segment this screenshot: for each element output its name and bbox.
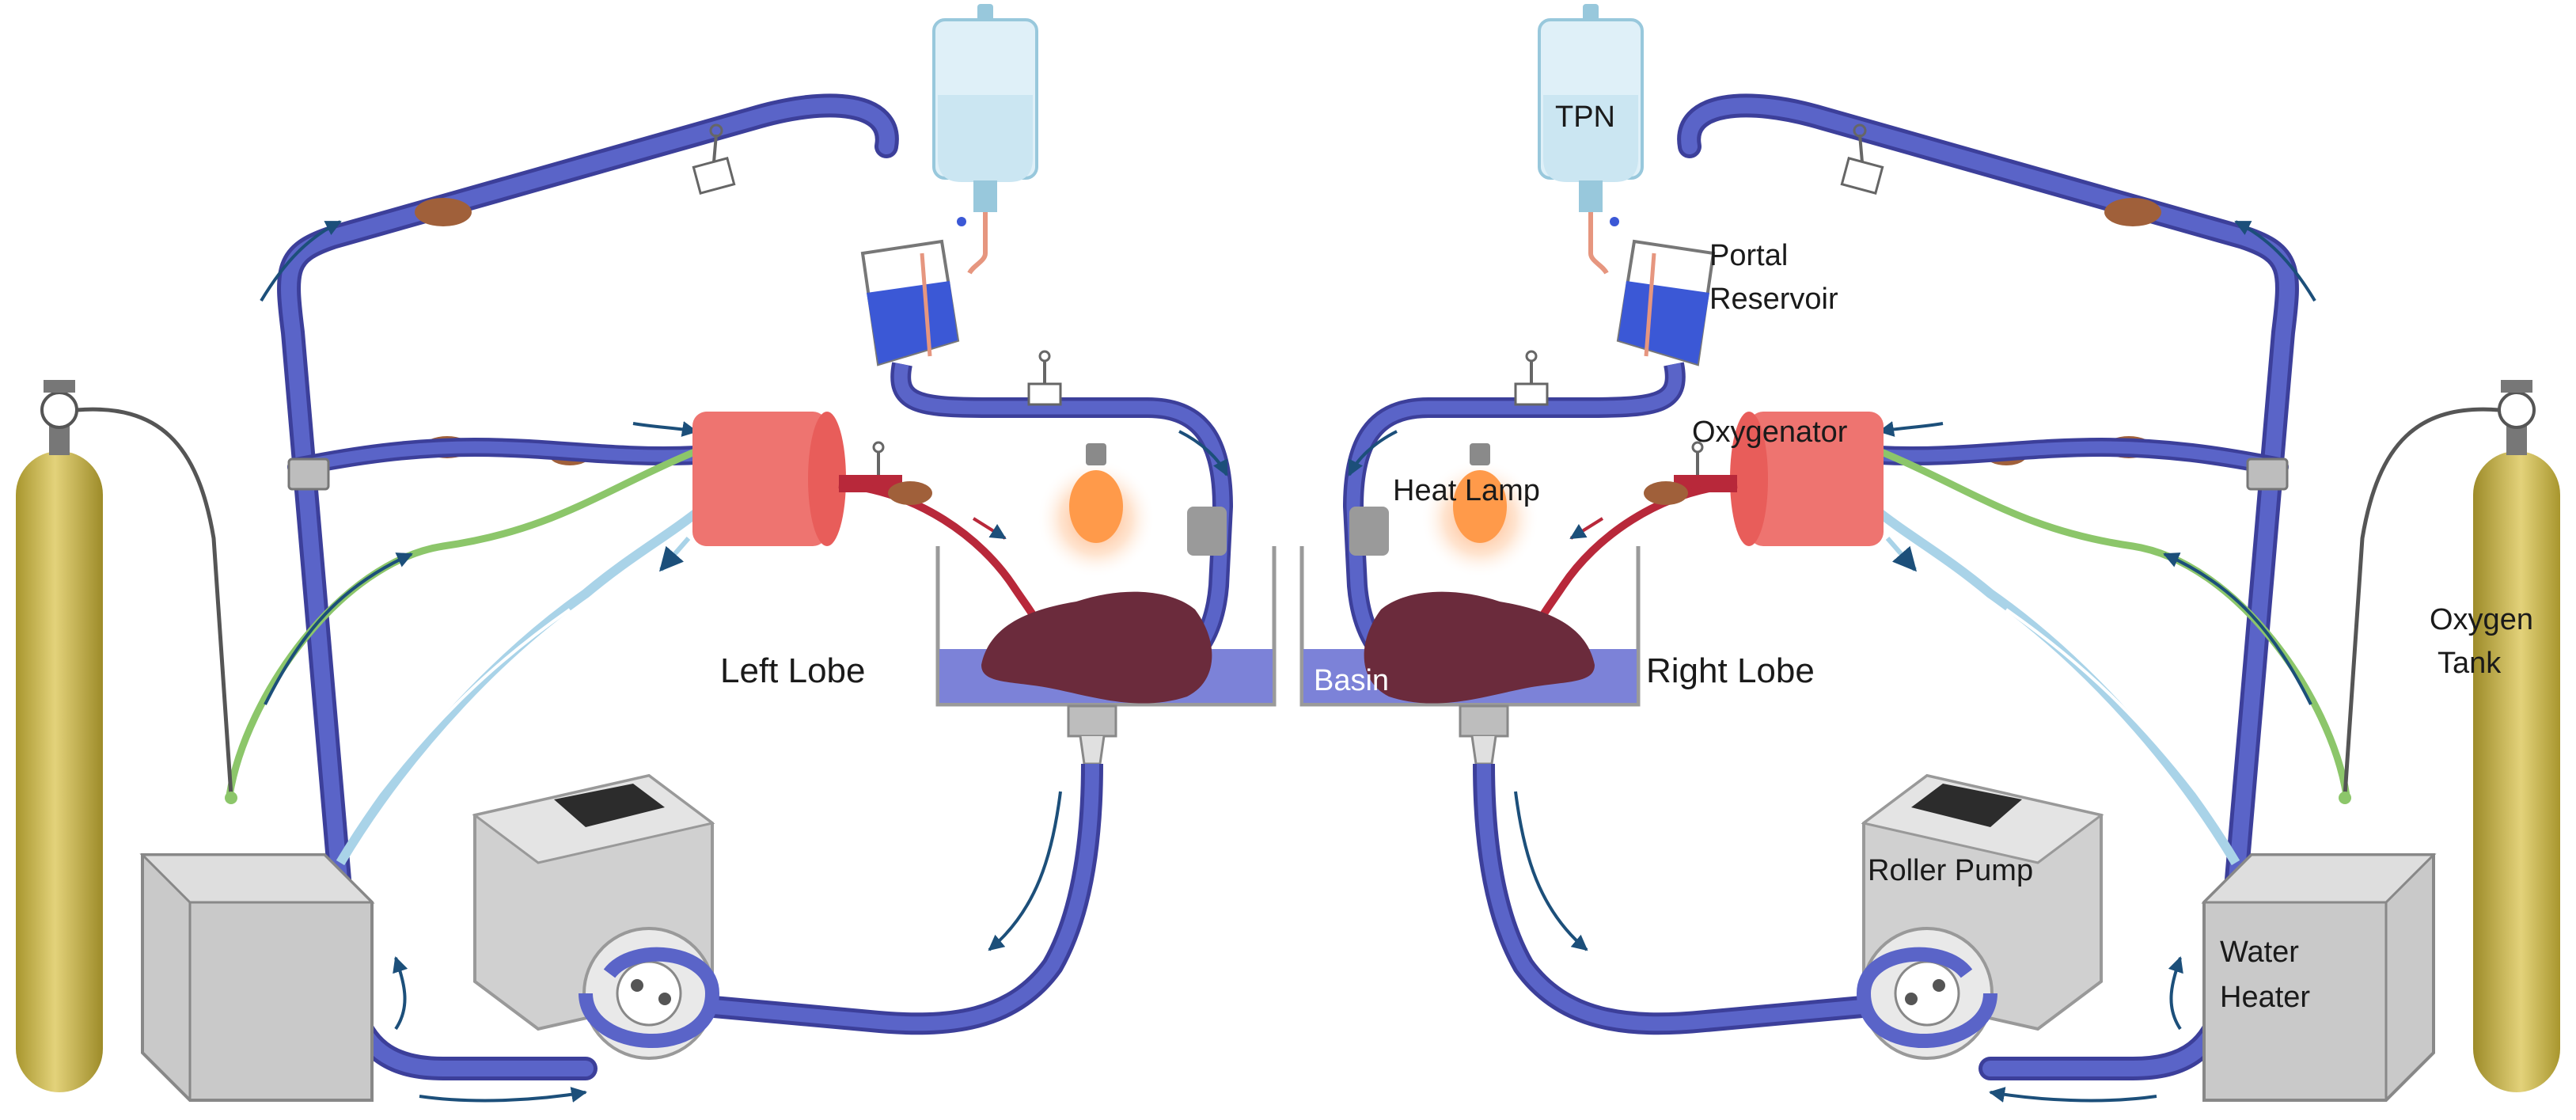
left-water-line <box>336 503 708 866</box>
right-oxygenator <box>1674 412 1884 546</box>
left-heat-lamp <box>1037 443 1155 578</box>
left-clamp-venous <box>1027 350 1062 406</box>
left-roller-pump <box>472 773 720 1060</box>
label-right-lobe: Right Lobe <box>1646 651 1815 690</box>
right-liver <box>1364 591 1595 704</box>
label-basin: Basin <box>1314 664 1389 697</box>
right-oxygen-line <box>1878 447 2350 796</box>
right-heat-lamp <box>1421 443 1539 578</box>
left-tpn-bag <box>932 4 1038 275</box>
right-roller-pump <box>1856 773 2104 1060</box>
left-oxygen-line <box>226 447 698 796</box>
left-circuit <box>16 4 1277 1103</box>
right-water-line <box>1868 503 2240 866</box>
label-water-heater-line2: Heater <box>2220 981 2310 1014</box>
labels: TPN Portal Reservoir Oxygenator Heat Lam… <box>720 101 2533 1014</box>
left-basin <box>935 546 1277 765</box>
left-clamp-top <box>692 123 736 195</box>
label-tpn: TPN <box>1555 101 1615 134</box>
label-oxygen-tank-line1: Oxygen <box>2430 603 2533 636</box>
left-junction <box>287 457 330 491</box>
right-clamp-top <box>1840 123 1884 195</box>
label-water-heater-line1: Water <box>2220 936 2299 969</box>
left-liver <box>981 591 1212 704</box>
label-oxygen-tank-line2: Tank <box>2438 647 2502 680</box>
right-oxygen-tank <box>2339 380 2560 1092</box>
right-basin <box>1299 546 1641 765</box>
left-connector-top <box>415 198 472 226</box>
left-clamp-arterial <box>872 441 885 475</box>
label-oxygenator: Oxygenator <box>1692 416 1848 449</box>
right-water-heater <box>2201 853 2437 1102</box>
label-portal-reservoir-line1: Portal <box>1709 239 1788 272</box>
right-portal-reservoir <box>1616 239 1716 366</box>
left-portal-reservoir <box>860 239 960 366</box>
left-water-heater <box>139 853 375 1102</box>
left-pressure-sensor <box>1187 507 1227 556</box>
left-oxygen-tank <box>16 380 237 1092</box>
left-oxygenator <box>692 412 902 546</box>
label-heat-lamp: Heat Lamp <box>1393 474 1540 507</box>
label-left-lobe: Left Lobe <box>720 651 866 690</box>
label-roller-pump: Roller Pump <box>1868 854 2033 887</box>
right-tpn-bag <box>1538 4 1644 275</box>
right-circuit <box>1299 4 2560 1103</box>
label-portal-reservoir-line2: Reservoir <box>1709 283 1838 316</box>
